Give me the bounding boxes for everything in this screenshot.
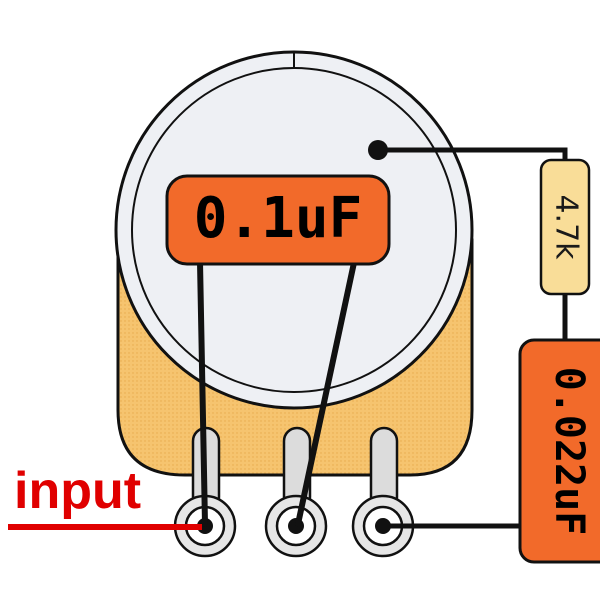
resistor-4-7k: 4.7k — [539, 158, 591, 296]
lug-terminal-right — [351, 494, 415, 558]
capacitor-main-label: 0.1uF — [194, 186, 363, 251]
resistor-label: 4.7k — [549, 194, 584, 260]
wire-cap-to-lug-left — [197, 259, 208, 527]
input-label: input — [14, 462, 141, 520]
wire-cap-to-lug-middle — [295, 255, 358, 527]
capacitor-side-label: 0.022uF — [546, 367, 592, 536]
wire-junction-dot — [368, 140, 388, 160]
capacitor-0-022uf: 0.022uF — [518, 338, 600, 564]
capacitor-0-1uf: 0.1uF — [165, 174, 391, 266]
wire-face-to-resistor — [375, 147, 568, 165]
